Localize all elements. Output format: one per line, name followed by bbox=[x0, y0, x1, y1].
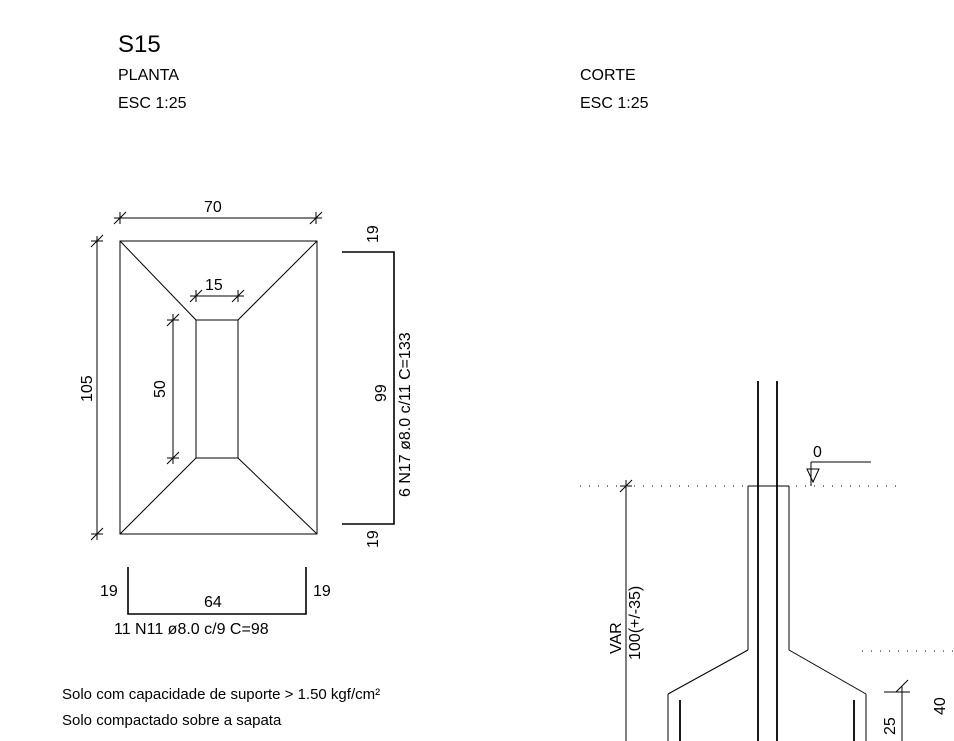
rebar-horizontal-right-leg: 19 bbox=[313, 583, 331, 600]
plan-footing-outline bbox=[119, 240, 318, 535]
section-depth-value: 100(+/-35) bbox=[627, 586, 644, 660]
rebar-vertical-top-leg: 19 bbox=[365, 225, 382, 243]
rebar-vertical-length: 99 bbox=[373, 384, 390, 402]
plan-column-height-dimension-line bbox=[166, 313, 180, 465]
plan-rebar-horizontal-shape bbox=[127, 567, 307, 615]
rebar-horizontal-spec: 11 N11 ø8.0 c/9 C=98 bbox=[114, 621, 269, 638]
section-column-bars bbox=[757, 381, 778, 741]
section-depth-var: VAR bbox=[608, 622, 625, 654]
plan-column-width-value: 15 bbox=[205, 277, 223, 294]
plan-column-width-dimension-line bbox=[189, 289, 245, 303]
plan-scale-label: ESC 1:25 bbox=[118, 95, 187, 112]
rebar-vertical-spec: 6 N17 ø8.0 c/11 C=133 bbox=[397, 332, 414, 497]
section-level-marker bbox=[806, 461, 871, 486]
plan-column-height-value: 50 bbox=[152, 380, 169, 398]
note-soil-compaction: Solo compactado sobre a sapata bbox=[62, 712, 282, 729]
section-base-height-value: 25 bbox=[882, 717, 899, 735]
section-scale-label: ESC 1:25 bbox=[580, 95, 649, 112]
plan-height-value: 105 bbox=[79, 375, 96, 402]
section-ground-level-line bbox=[580, 485, 954, 652]
section-level-zero: 0 bbox=[813, 444, 822, 461]
plan-width-value: 70 bbox=[204, 199, 222, 216]
plan-view-label: PLANTA bbox=[118, 67, 180, 84]
section-footing-bars bbox=[679, 700, 855, 741]
plan-rebar-vertical-shape bbox=[342, 251, 395, 525]
plan-width-dimension-line bbox=[113, 211, 323, 225]
section-total-height-value: 40 bbox=[932, 697, 949, 715]
plan-height-dimension-line bbox=[90, 234, 104, 541]
drawing-title: S15 bbox=[118, 31, 161, 58]
rebar-horizontal-left-leg: 19 bbox=[100, 583, 118, 600]
section-view-label: CORTE bbox=[580, 67, 636, 84]
section-footing-outline bbox=[667, 485, 867, 741]
section-depth-dimension-line bbox=[619, 479, 633, 741]
section-base-height-dimension-line bbox=[884, 679, 910, 741]
rebar-horizontal-length: 64 bbox=[204, 594, 222, 611]
rebar-vertical-bottom-leg: 19 bbox=[365, 530, 382, 548]
note-soil-capacity: Solo com capacidade de suporte > 1.50 kg… bbox=[62, 686, 381, 703]
